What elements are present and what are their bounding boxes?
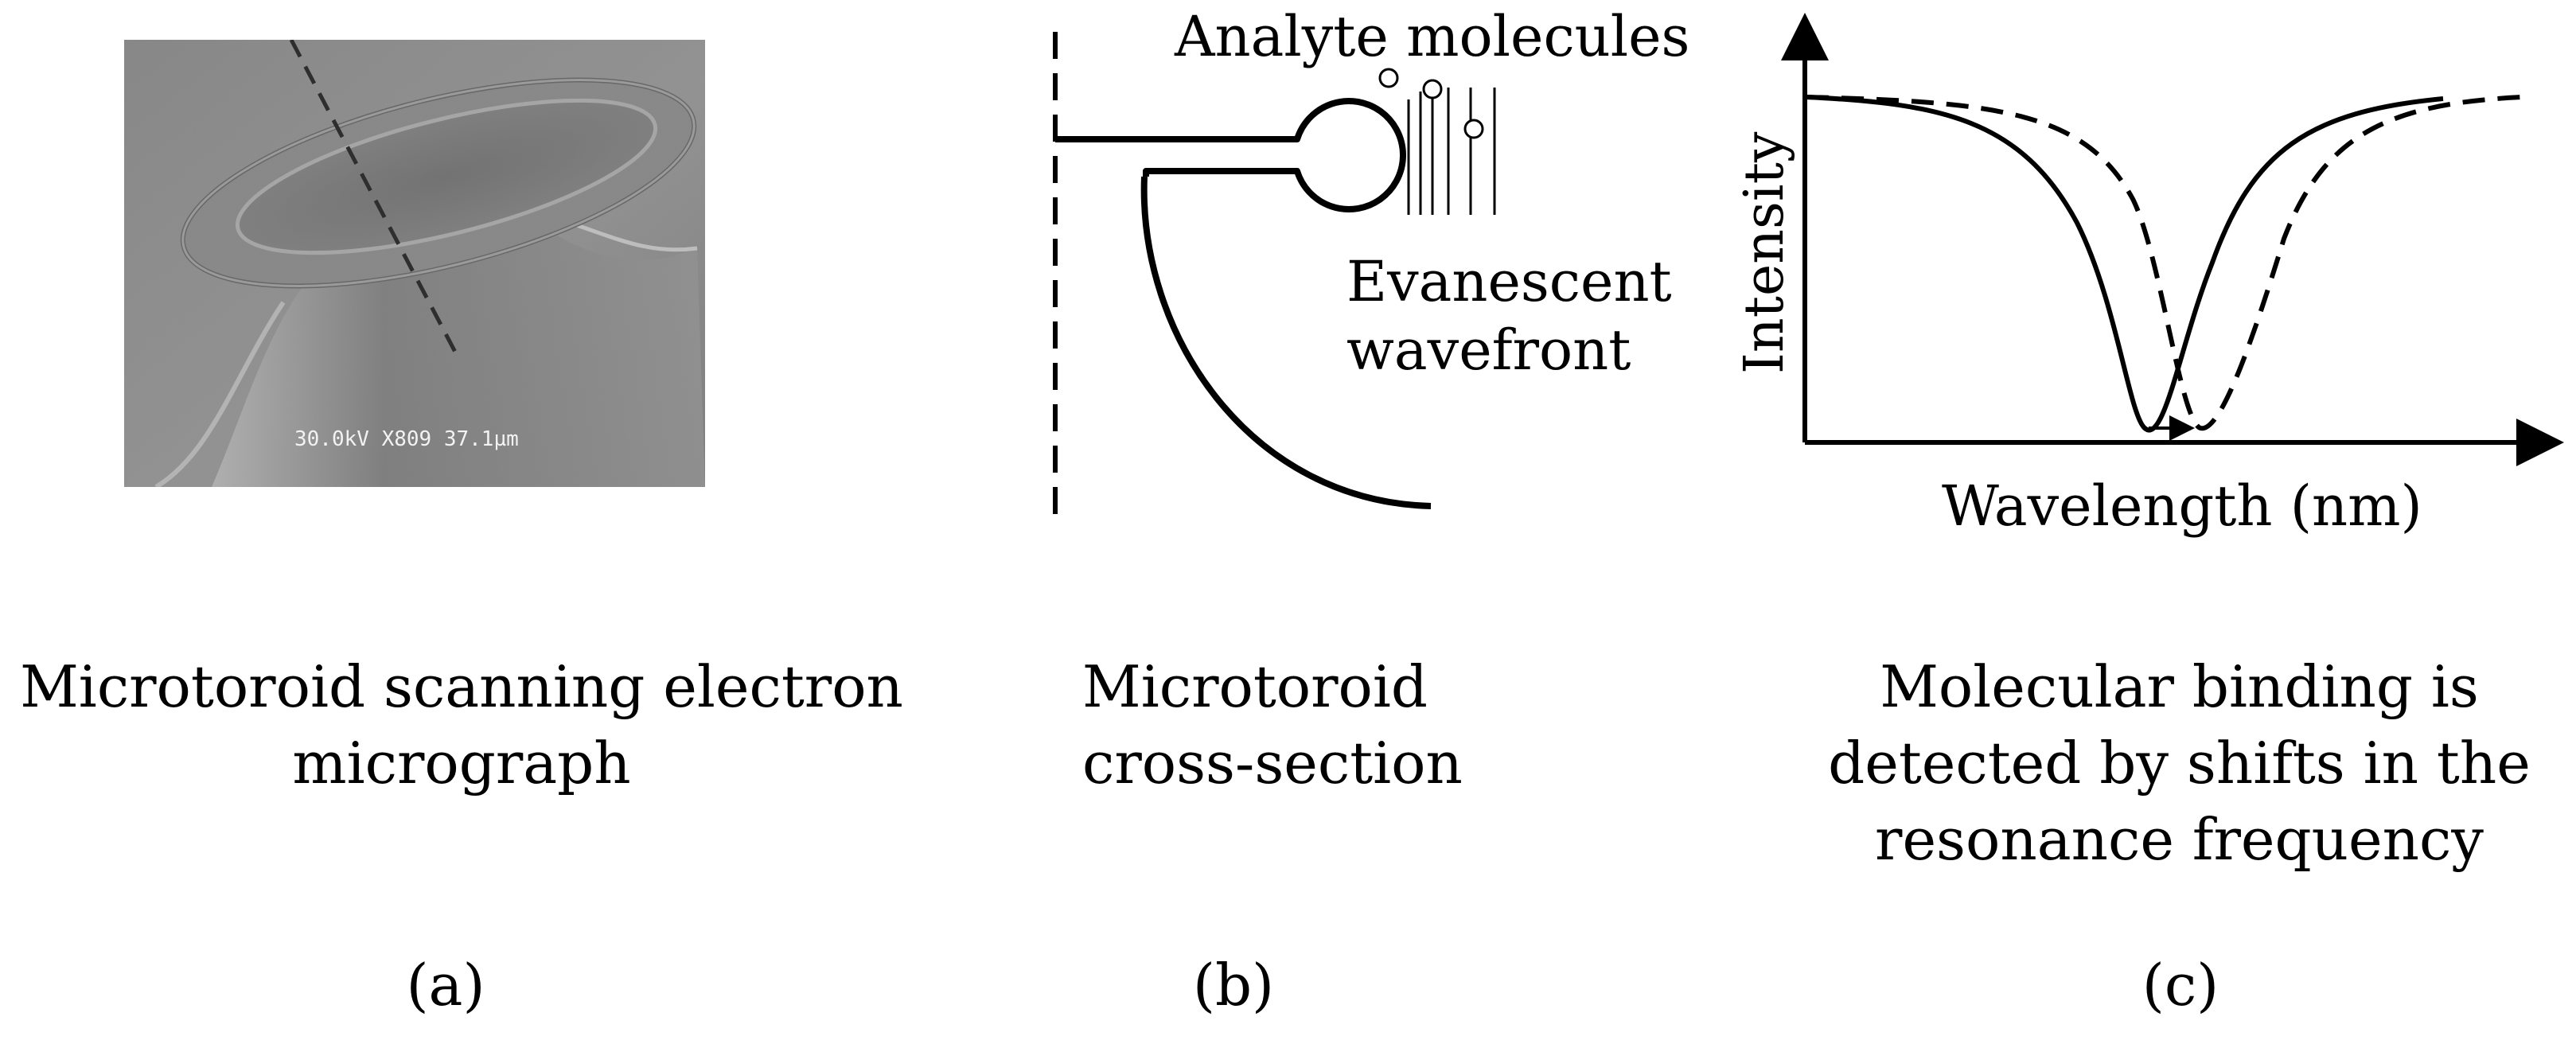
analyte-molecule <box>1422 79 1443 99</box>
wavefront-lines <box>1407 88 1496 215</box>
resonance-curve-shifted <box>1806 95 2523 431</box>
caption-b-line1: Microtoroid <box>1082 653 1428 720</box>
caption-c: Molecular binding is detected by shifts … <box>1783 649 2576 878</box>
analyte-molecule <box>1463 119 1484 139</box>
caption-c-line1: Molecular binding is <box>1880 653 2479 720</box>
sem-readout: 30.0kV X809 37.1µm <box>294 427 519 451</box>
x-axis-label: Wavelength (nm) <box>1942 473 2422 539</box>
caption-a-line2: micrograph <box>292 730 631 797</box>
caption-a-line1: Microtoroid scanning electron <box>20 653 903 720</box>
letter-b: (b) <box>1192 952 1275 1019</box>
panel-a: 30.0kV X809 37.1µm Microtoroid scanning … <box>0 0 939 1040</box>
label-analyte-molecules: Analyte molecules <box>1174 4 1689 69</box>
label-evanescent-line2: wavefront <box>1346 317 1631 383</box>
toroid-profile <box>1055 98 1406 212</box>
resonance-plot: Intensity Wavelength (nm) <box>1733 13 2564 539</box>
cross-section-diagram: Analyte molecules Evanescent wavefront <box>1053 4 1689 525</box>
sem-micrograph: 30.0kV X809 37.1µm <box>124 40 705 487</box>
panel-c: Intensity Wavelength (nm) Molecular bind… <box>1703 0 2576 1040</box>
analyte-molecule <box>1378 68 1399 88</box>
label-evanescent-line1: Evanescent <box>1346 249 1672 314</box>
pedestal-arc <box>1140 176 1432 509</box>
y-axis-label: Intensity <box>1733 131 1796 374</box>
caption-a: Microtoroid scanning electron micrograph <box>0 649 923 801</box>
letter-a: (a) <box>406 952 485 1019</box>
caption-b-line2: cross-section <box>1082 730 1463 797</box>
caption-b: Microtoroid cross-section <box>987 649 1655 801</box>
panel-b: Analyte molecules Evanescent wavefront M… <box>987 0 1703 1040</box>
resonance-curve-initial <box>1806 95 2444 433</box>
caption-c-line2: detected by shifts in the <box>1828 730 2531 797</box>
caption-c-line3: resonance frequency <box>1875 806 2484 873</box>
letter-c: (c) <box>2141 952 2219 1019</box>
